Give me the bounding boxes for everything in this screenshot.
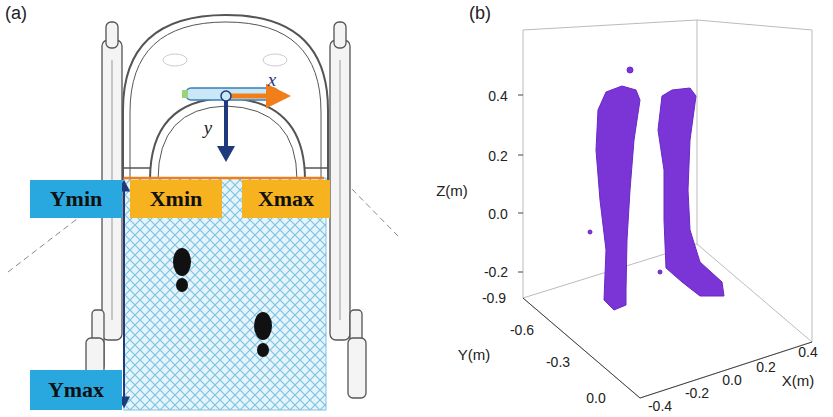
panel-label: (a) <box>5 2 27 23</box>
tick-label: -0.2 <box>484 264 508 280</box>
range-label: Xmin <box>150 186 203 212</box>
range-label: Xmax <box>258 186 314 212</box>
range-box: Xmax <box>242 180 330 218</box>
tick-label: 0.0 <box>722 372 741 388</box>
range-label: Ymin <box>50 186 103 212</box>
tick-label: 0.2 <box>756 359 775 375</box>
range-box: Ymin <box>30 180 122 218</box>
range-box: Ymax <box>30 370 122 410</box>
tick-label: -0.3 <box>546 354 570 370</box>
tick-label: -0.4 <box>648 398 672 414</box>
range-label: Ymax <box>48 377 104 403</box>
tick-label: -0.2 <box>685 385 709 401</box>
axis-name: x <box>268 69 276 91</box>
tick-label: -0.6 <box>510 322 534 338</box>
tick-label: 0.4 <box>798 344 817 360</box>
panel-label: (b) <box>469 2 491 23</box>
tick-label: 0.0 <box>586 390 605 406</box>
tick-label: 0.2 <box>488 148 507 164</box>
tick-label: 0.0 <box>488 206 507 222</box>
axis-title: Y(m) <box>458 346 491 363</box>
tick-label: -0.9 <box>482 290 506 306</box>
axis-name: y <box>204 117 212 139</box>
axis-title: X(m) <box>782 372 815 389</box>
tick-label: 0.4 <box>488 88 507 104</box>
range-box: Xmin <box>130 180 222 218</box>
axis-title: Z(m) <box>436 182 468 199</box>
